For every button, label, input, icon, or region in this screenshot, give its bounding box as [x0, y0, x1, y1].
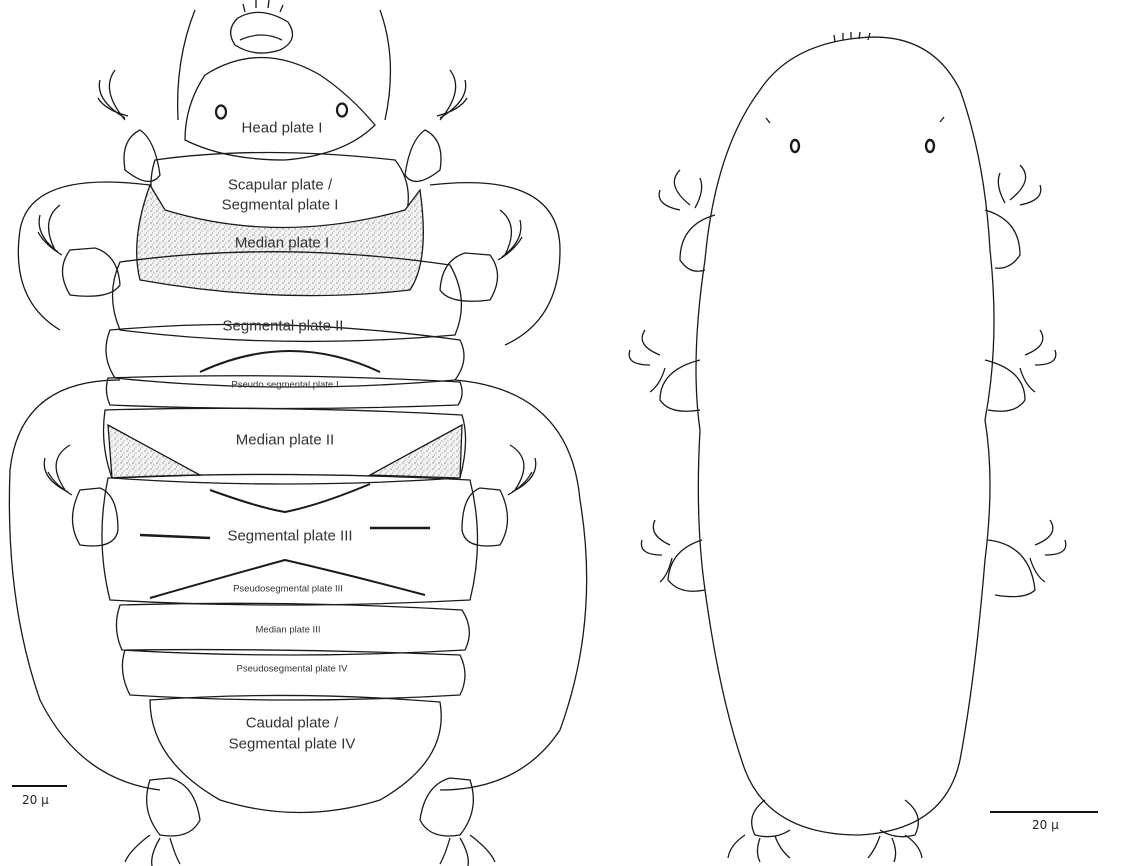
- claws-1-right-icon: [437, 70, 467, 120]
- leg-1-right: [985, 210, 1020, 268]
- label-pseudo-3: Pseudosegmental plate III: [233, 585, 343, 596]
- leg-1-right: [405, 130, 441, 181]
- claws-2-right-icon: [498, 210, 522, 260]
- leg-1-left: [124, 130, 160, 181]
- cirrus-right: [380, 10, 390, 120]
- label-scapular-line1: Scapular plate /: [228, 176, 332, 193]
- eye-right-icon: [337, 104, 347, 117]
- claws-4-right-icon: [868, 835, 922, 862]
- claws-1-right-icon: [998, 165, 1041, 205]
- leg-2-right: [985, 360, 1025, 411]
- segmental-plate-iii-ridge-top: [210, 484, 370, 512]
- head-cap: [231, 12, 293, 53]
- claws-3-left-icon: [44, 445, 72, 495]
- label-head-plate: Head plate I: [242, 119, 323, 136]
- label-median-3: Median plate III: [256, 626, 321, 637]
- scale-label-left: 20 µ: [22, 793, 49, 807]
- eye-right-icon: [926, 140, 934, 152]
- label-caudal-line2: Segmental plate IV: [229, 735, 356, 752]
- label-median-1: Median plate I: [235, 234, 329, 251]
- claws-4-left-icon: [728, 835, 790, 862]
- head-cap-cirri: [243, 0, 283, 12]
- claws-2-left-icon: [38, 205, 62, 255]
- claws-4-right-icon: [440, 835, 495, 866]
- segmental-plate-ii-ridge: [200, 351, 380, 372]
- head-cap-mouth: [240, 35, 282, 40]
- median-plate-ii-stipple-right: [370, 425, 462, 478]
- claws-4-left-icon: [125, 835, 180, 866]
- label-median-2: Median plate II: [236, 431, 334, 448]
- label-caudal-line1: Caudal plate /: [246, 714, 339, 731]
- claws-3-left-icon: [641, 520, 672, 582]
- leg-3-right: [462, 488, 508, 546]
- cirrus-left: [178, 10, 195, 120]
- label-scapular-line2: Segmental plate I: [222, 196, 339, 213]
- leg-2-left: [660, 360, 700, 411]
- claws-2-left-icon: [629, 330, 665, 392]
- scale-label-right: 20 µ: [1032, 818, 1059, 832]
- label-segmental-2: Segmental plate II: [223, 317, 344, 334]
- claws-3-right-icon: [508, 445, 536, 495]
- label-pseudo-4: Pseudosegmental plate IV: [237, 665, 348, 676]
- leg-2-left: [63, 248, 121, 296]
- leg-2-right: [440, 253, 498, 301]
- leg-4-right: [420, 778, 473, 836]
- label-pseudo-1: Pseudo segmental plate I: [231, 381, 338, 392]
- eye-left-icon: [216, 106, 226, 119]
- eye-left-icon: [791, 140, 799, 152]
- claws-2-right-icon: [1020, 330, 1056, 392]
- claws-1-left-icon: [659, 170, 702, 210]
- head-cirri-side: [766, 117, 944, 123]
- median-plate-ii-stipple-left: [108, 425, 200, 478]
- leg-4-left: [147, 778, 200, 836]
- body-outline-upper-left: [18, 182, 150, 330]
- body-outline: [696, 37, 994, 835]
- leg-3-right: [988, 540, 1035, 597]
- claws-3-right-icon: [1030, 520, 1066, 582]
- leg-3-left: [73, 488, 119, 546]
- right-specimen: [629, 32, 1066, 862]
- caudal-plate-shape: [150, 695, 441, 812]
- label-segmental-3: Segmental plate III: [227, 527, 352, 544]
- claws-1-left-icon: [98, 70, 128, 120]
- leg-3-left: [668, 540, 705, 591]
